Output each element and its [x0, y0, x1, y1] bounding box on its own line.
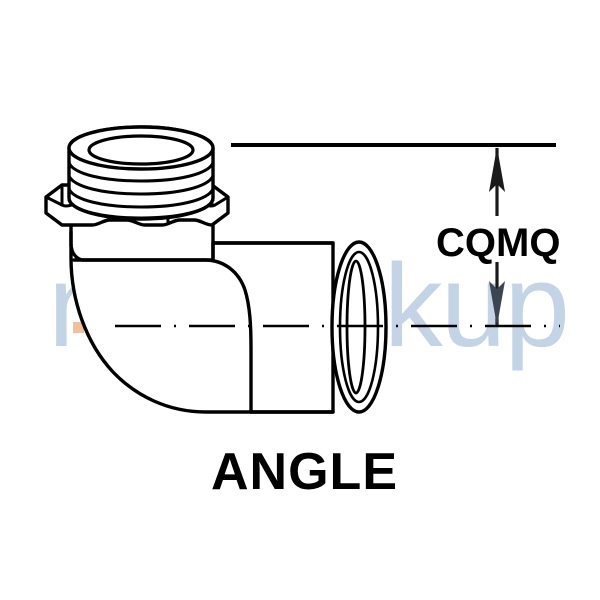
thread-line-4: [67, 198, 215, 220]
figure-caption: ANGLE: [211, 443, 398, 501]
threaded-port-group: [67, 125, 215, 221]
thread-line-1: [67, 161, 215, 183]
dimension-arrow-group: [489, 147, 505, 326]
thread-line-2: [67, 174, 215, 196]
port-top-inner-ellipse: [87, 134, 195, 166]
thread-line-3: [67, 187, 215, 209]
elbow-outer-silhouette: [69, 230, 335, 414]
elbow-inner-wall: [72, 258, 253, 414]
watermark-accent-square: [73, 322, 84, 333]
arrow-down-icon: [489, 281, 505, 326]
arrow-up-icon: [489, 147, 505, 192]
dimension-label: CQMQ: [436, 221, 560, 265]
